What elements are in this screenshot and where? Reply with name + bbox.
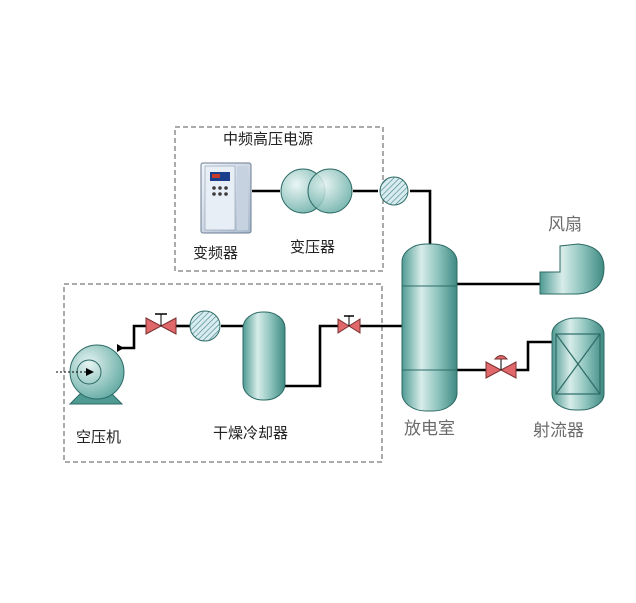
valve-symbol-1 [145, 313, 177, 335]
pipes [120, 189, 552, 388]
dryer-cooler-label: 干燥冷却器 [213, 424, 289, 442]
ejector-vessel [551, 317, 605, 411]
power-supply-label: 中频高压电源 [223, 130, 314, 148]
filter-symbol-power [379, 176, 409, 206]
air-compressor [56, 344, 125, 405]
discharge-chamber-label: 放电室 [404, 419, 455, 439]
transformer-symbol [280, 168, 353, 214]
air-compressor-label: 空压机 [76, 428, 122, 446]
inverter-device [200, 162, 252, 234]
filter-symbol-gas [189, 310, 221, 342]
transformer-label: 变压器 [290, 238, 336, 256]
ejector-label: 射流器 [533, 421, 584, 441]
valve-symbol-2 [337, 315, 361, 334]
fan-symbol [539, 243, 605, 295]
fan-label: 风扇 [548, 215, 582, 235]
valve-symbol-3 [485, 355, 517, 379]
discharge-chamber-vessel [401, 243, 458, 412]
dryer-cooler-vessel [242, 311, 286, 401]
inverter-label: 变频器 [193, 244, 239, 262]
